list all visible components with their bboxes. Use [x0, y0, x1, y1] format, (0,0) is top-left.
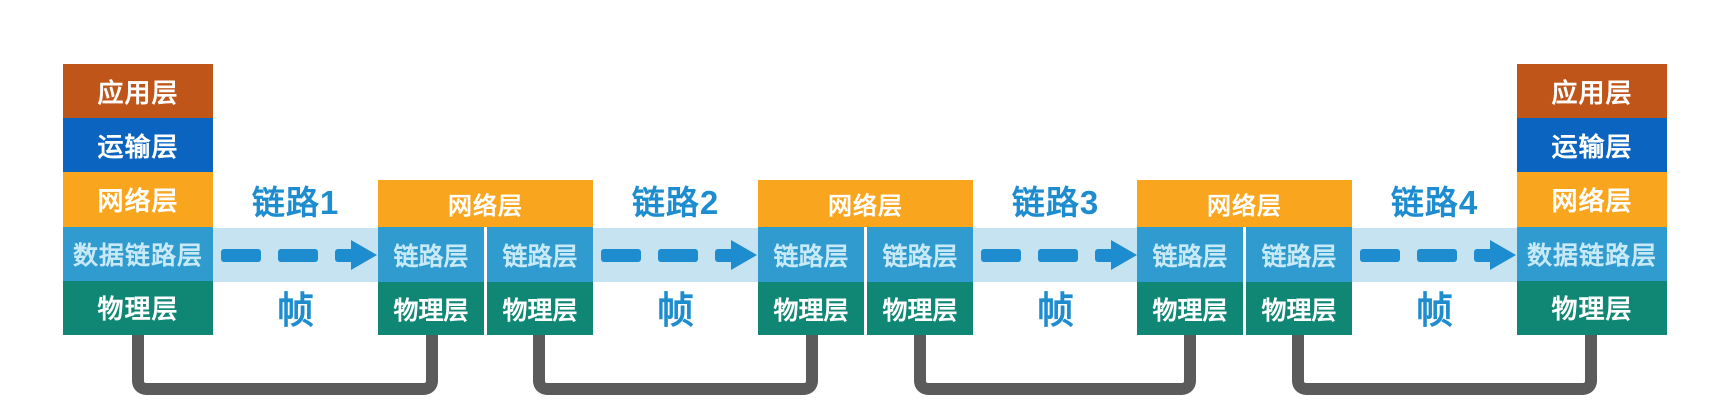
dash-segment: [981, 248, 1021, 262]
layer-box-datalink: 链路层: [487, 227, 593, 282]
layer-box-network: 网络层: [1517, 172, 1667, 227]
router-node-3: 网络层 链路层 物理层 链路层 物理层: [1137, 180, 1352, 335]
dashed-arrow-icon: [1360, 240, 1516, 270]
layer-box-application: 应用层: [63, 64, 213, 119]
layer-box-physical: 物理层: [63, 280, 213, 336]
dash-segment: [1360, 248, 1400, 262]
layer-box-physical: 物理层: [1137, 282, 1243, 335]
router-node-1: 网络层 链路层 物理层 链路层 物理层: [378, 180, 593, 335]
dash-segment: [601, 248, 641, 262]
arrowhead-icon: [1111, 240, 1137, 270]
layer-box-physical: 物理层: [487, 282, 593, 335]
layer-box-physical: 物理层: [1246, 282, 1352, 335]
arrowhead-tail: [1474, 248, 1490, 262]
router-ports: 链路层 物理层 链路层 物理层: [378, 227, 593, 335]
frame-label-2: 帧: [657, 290, 694, 331]
layer-box-datalink: 数据链路层: [63, 226, 213, 281]
layer-box-datalink: 链路层: [867, 227, 973, 282]
frame-label-4: 帧: [1416, 290, 1453, 331]
host-stack-right: 应用层 运输层 网络层 数据链路层 物理层: [1517, 64, 1667, 336]
router-port-right: 链路层 物理层: [484, 227, 593, 335]
layer-box-physical: 物理层: [867, 282, 973, 335]
dashed-arrow-icon: [221, 240, 377, 270]
layer-box-datalink: 链路层: [1246, 227, 1352, 282]
layer-box-network: 网络层: [378, 180, 593, 227]
arrowhead-tail: [335, 248, 351, 262]
link-label-2: 链路2: [631, 184, 720, 221]
link-label-4: 链路4: [1390, 184, 1479, 221]
layer-box-datalink: 链路层: [378, 227, 484, 282]
layer-box-datalink: 链路层: [1137, 227, 1243, 282]
dashed-arrow-icon: [601, 240, 757, 270]
router-ports: 链路层 物理层 链路层 物理层: [758, 227, 973, 335]
layer-box-network: 网络层: [63, 172, 213, 227]
dash-segment: [1038, 248, 1078, 262]
layer-box-transport: 运输层: [63, 118, 213, 173]
physical-cable-2: [533, 335, 818, 395]
router-port-left: 链路层 物理层: [1137, 227, 1243, 335]
router-node-2: 网络层 链路层 物理层 链路层 物理层: [758, 180, 973, 335]
link-label-1: 链路1: [251, 184, 340, 221]
physical-cable-3: [914, 335, 1196, 395]
layer-box-datalink: 链路层: [758, 227, 864, 282]
router-port-left: 链路层 物理层: [758, 227, 864, 335]
dashed-arrow-icon: [981, 240, 1137, 270]
arrowhead-icon: [351, 240, 377, 270]
physical-cable-4: [1292, 335, 1597, 395]
arrowhead-icon: [1490, 240, 1516, 270]
layer-box-physical: 物理层: [758, 282, 864, 335]
router-port-right: 链路层 物理层: [864, 227, 973, 335]
arrowhead-icon: [731, 240, 757, 270]
arrowhead-tail: [715, 248, 731, 262]
physical-cable-1: [132, 335, 438, 395]
router-port-right: 链路层 物理层: [1243, 227, 1352, 335]
dash-segment: [1417, 248, 1457, 262]
dash-segment: [658, 248, 698, 262]
layer-box-datalink: 数据链路层: [1517, 226, 1667, 281]
host-stack-left: 应用层 运输层 网络层 数据链路层 物理层: [63, 64, 213, 336]
router-ports: 链路层 物理层 链路层 物理层: [1137, 227, 1352, 335]
frame-label-1: 帧: [277, 290, 314, 331]
arrowhead-tail: [1095, 248, 1111, 262]
layer-box-application: 应用层: [1517, 64, 1667, 119]
layer-box-network: 网络层: [1137, 180, 1352, 227]
router-port-left: 链路层 物理层: [378, 227, 484, 335]
layer-box-physical: 物理层: [378, 282, 484, 335]
layer-box-physical: 物理层: [1517, 280, 1667, 336]
frame-label-3: 帧: [1037, 290, 1074, 331]
layer-box-transport: 运输层: [1517, 118, 1667, 173]
layer-box-network: 网络层: [758, 180, 973, 227]
link-label-3: 链路3: [1011, 184, 1100, 221]
dash-segment: [221, 248, 261, 262]
dash-segment: [278, 248, 318, 262]
